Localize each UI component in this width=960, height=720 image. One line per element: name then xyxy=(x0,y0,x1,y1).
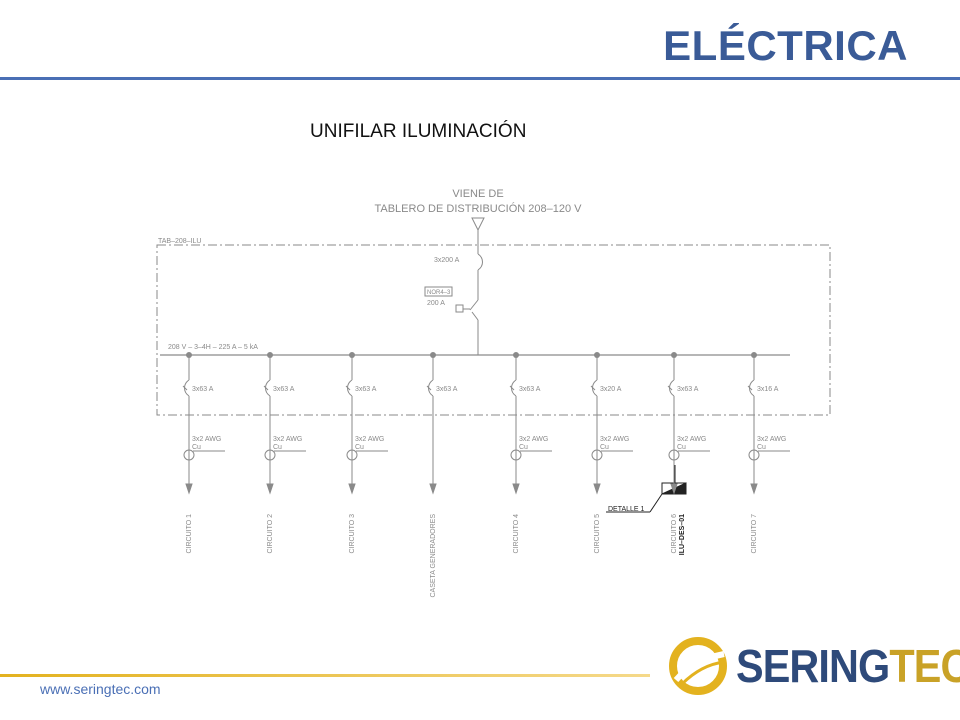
bus-label: 208 V – 3–4H – 225 A – 5 kA xyxy=(168,344,258,351)
logo-text-sering: SERING xyxy=(736,640,890,692)
cable-material: Cu xyxy=(273,444,282,451)
footer-url[interactable]: www.seringtec.com xyxy=(40,681,161,697)
relay-tag: NOR4–3 xyxy=(427,290,451,296)
cable-spec: 3x2 AWG xyxy=(273,436,302,443)
breaker-rating: 3x63 A xyxy=(519,386,541,393)
cable-marker xyxy=(510,449,522,461)
breaker-rating: 3x63 A xyxy=(273,386,295,393)
relay-coil xyxy=(455,304,464,313)
circuit-name: CIRCUITO 1 xyxy=(186,514,193,554)
cable-marker xyxy=(668,449,680,461)
breaker-rating: 3x16 A xyxy=(757,386,779,393)
logo-text-tec: TEC xyxy=(889,640,960,692)
circuit-branch: 3x63 A CASETA GENERADORES xyxy=(426,352,458,598)
cable-spec: 3x2 AWG xyxy=(600,436,629,443)
cable-spec: 3x2 AWG xyxy=(519,436,548,443)
breaker-rating: 3x63 A xyxy=(436,386,458,393)
panel-enclosure xyxy=(156,244,831,416)
supply-arrow xyxy=(471,217,485,232)
relay-box xyxy=(424,286,453,297)
header-rule xyxy=(0,77,960,80)
cable-spec: 3x2 AWG xyxy=(355,436,384,443)
circuit-arrow xyxy=(348,483,356,495)
circuit-name: CIRCUITO 4 xyxy=(513,514,520,554)
circuit-name: CIRCUITO 5 xyxy=(594,514,601,554)
breaker-rating: 3x20 A xyxy=(600,386,622,393)
diagram-title: UNIFILAR ILUMINACIÓN xyxy=(310,121,527,142)
source-label-line1: VIENE DE xyxy=(452,188,503,200)
cable-marker xyxy=(264,449,276,461)
cable-material: Cu xyxy=(355,444,364,451)
breaker-rating: 3x63 A xyxy=(355,386,377,393)
cable-marker xyxy=(591,449,603,461)
cable-marker xyxy=(748,449,760,461)
cable-material: Cu xyxy=(677,444,686,451)
circuit-arrow xyxy=(750,483,758,495)
panel-id: TAB–208–ILU xyxy=(158,238,201,245)
circuit-name-secondary: ILU–DES–01 xyxy=(679,514,686,555)
breaker-rating: 3x63 A xyxy=(192,386,214,393)
logo-mark-icon xyxy=(669,637,727,695)
cable-material: Cu xyxy=(519,444,528,451)
circuit-name: CIRCUITO 6 xyxy=(671,514,678,554)
cable-material: Cu xyxy=(600,444,609,451)
circuit-arrow xyxy=(185,483,193,495)
source-label-line2: TABLERO DE DISTRIBUCIÓN 208–120 V xyxy=(374,202,582,215)
circuit-name: CIRCUITO 3 xyxy=(349,514,356,554)
cable-spec: 3x2 AWG xyxy=(192,436,221,443)
breaker-rating: 3x63 A xyxy=(677,386,699,393)
seringtec-logo: SERINGTEC xyxy=(666,634,960,698)
circuit-arrow xyxy=(593,483,601,495)
main-breaker-symbol xyxy=(477,253,483,271)
cable-marker xyxy=(183,449,195,461)
circuit-arrow xyxy=(429,483,437,495)
circuit-arrow xyxy=(266,483,274,495)
cable-material: Cu xyxy=(192,444,201,451)
cable-marker xyxy=(346,449,358,461)
main-breaker-rating: 3x200 A xyxy=(434,257,460,264)
footer-rule xyxy=(0,674,650,677)
circuit-name: CIRCUITO 2 xyxy=(267,514,274,554)
cable-spec: 3x2 AWG xyxy=(677,436,706,443)
page-title: ELÉCTRICA xyxy=(663,22,908,69)
circuit-arrow xyxy=(512,483,520,495)
circuit-arrow xyxy=(670,483,678,495)
detail-label: DETALLE 1 xyxy=(608,506,645,513)
circuit-name: CASETA GENERADORES xyxy=(430,514,437,598)
cable-spec: 3x2 AWG xyxy=(757,436,786,443)
relay-rating: 200 A xyxy=(427,300,445,307)
circuit-name: CIRCUITO 7 xyxy=(751,514,758,554)
cable-material: Cu xyxy=(757,444,766,451)
